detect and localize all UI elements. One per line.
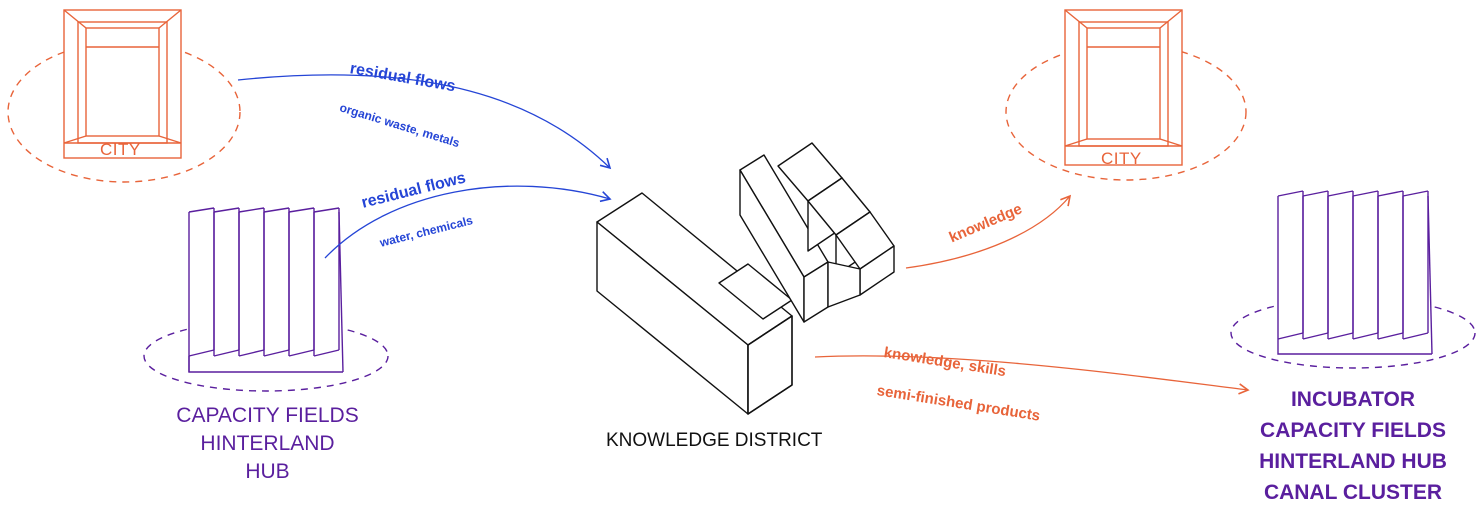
- incubator-label: INCUBATOR CAPACITY FIELDS HINTERLAND HUB…: [1230, 384, 1476, 508]
- flow-arrow-to-city: [905, 194, 1072, 269]
- city-left-icon: [7, 9, 241, 183]
- knowledge-district-buildings: [596, 142, 895, 415]
- city-right-label: CITY: [1101, 149, 1142, 168]
- capacity-fields-line-1: CAPACITY FIELDS: [176, 404, 359, 427]
- capacity-fields-line-2: HINTERLAND: [200, 432, 335, 455]
- incubator-line-4: CANAL CLUSTER: [1263, 481, 1443, 504]
- city-right-icon: [1005, 9, 1247, 181]
- flow-arrow-city-in: [237, 74, 612, 170]
- incubator-line-3: HINTERLAND HUB: [1259, 450, 1447, 473]
- city-left-label: CITY: [100, 140, 141, 159]
- knowledge-district-label: KNOWLEDGE DISTRICT: [606, 430, 823, 451]
- flow-arrow-to-incubator: [814, 355, 1250, 395]
- capacity-fields-line-3: HUB: [245, 460, 290, 483]
- incubator-line-2: CAPACITY FIELDS: [1260, 419, 1446, 442]
- capacity-fields-icon: [143, 207, 389, 392]
- flow-arrow-hub-in: [324, 185, 612, 259]
- incubator-icon: [1230, 190, 1476, 369]
- incubator-line-1: INCUBATOR: [1290, 388, 1416, 411]
- capacity-fields-label: CAPACITY FIELDS HINTERLAND HUB: [160, 402, 375, 486]
